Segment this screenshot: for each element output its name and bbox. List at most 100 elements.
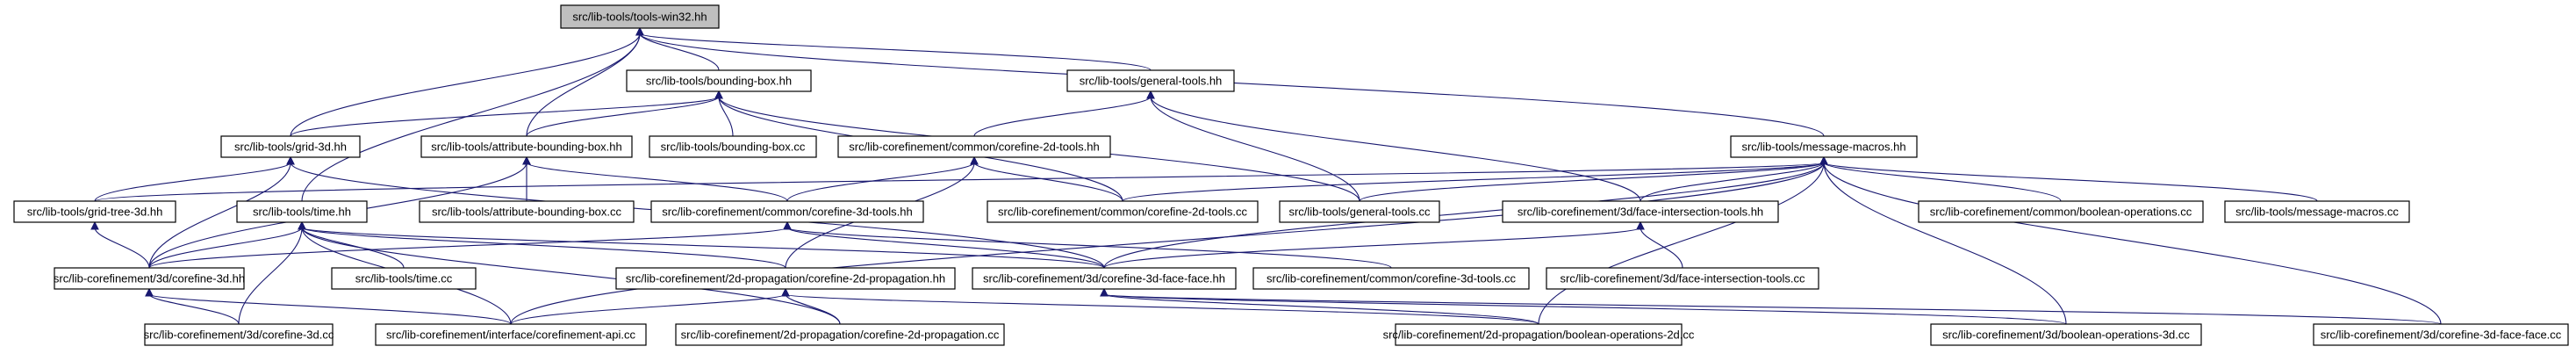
node-label: src/lib-tools/grid-3d.hh [234, 140, 347, 153]
node-box[interactable] [1395, 323, 1683, 346]
arrowhead-n24-to-n17 [145, 287, 154, 297]
node-box[interactable] [419, 200, 635, 223]
edge-n3-to-n1 [290, 96, 720, 137]
graph-node-n15[interactable]: src/lib-corefinement/common/boolean-oper… [1918, 200, 2204, 223]
graph-node-n6[interactable]: src/lib-corefinement/common/corefine-2d-… [837, 135, 1111, 158]
edge-n21-to-n11 [786, 227, 1392, 269]
graph-node-n24[interactable]: src/lib-corefinement/interface/corefinem… [375, 323, 647, 346]
node-box[interactable] [1918, 200, 2204, 223]
edge-n24-to-n19 [510, 293, 786, 325]
graph-node-n14[interactable]: src/lib-corefinement/3d/face-intersectio… [1502, 200, 1779, 223]
node-label: src/lib-tools/attribute-bounding-box.hh [431, 140, 622, 153]
node-label: src/lib-tools/bounding-box.cc [661, 140, 806, 153]
node-box[interactable] [1546, 267, 1819, 290]
node-box[interactable] [1730, 135, 1918, 158]
edge-n25-to-n19 [785, 293, 841, 325]
node-box[interactable] [837, 135, 1111, 158]
node-box[interactable] [560, 4, 720, 29]
graph-node-n12[interactable]: src/lib-corefinement/common/corefine-2d-… [987, 200, 1259, 223]
node-label: src/lib-corefinement/3d/face-intersectio… [1518, 205, 1763, 218]
edge-n4-to-n1 [526, 96, 720, 137]
node-label: src/lib-corefinement/common/corefine-3d-… [1266, 271, 1516, 285]
edge-n17-to-n9 [148, 227, 303, 269]
node-box[interactable] [1279, 200, 1440, 223]
node-box[interactable] [987, 200, 1259, 223]
node-box[interactable] [1930, 323, 2202, 346]
edge-n23-to-n9 [238, 227, 303, 325]
arrowhead-n14-to-n2 [1146, 90, 1155, 99]
graph-node-n20[interactable]: src/lib-corefinement/3d/corefine-3d-face… [972, 267, 1237, 290]
graph-node-n1[interactable]: src/lib-tools/bounding-box.hh [626, 69, 812, 92]
graph-node-n3[interactable]: src/lib-tools/grid-3d.hh [220, 135, 361, 158]
arrowhead-n26-to-n19 [781, 287, 790, 297]
node-box[interactable] [331, 267, 477, 290]
graph-node-n2[interactable]: src/lib-tools/general-tools.hh [1066, 69, 1235, 92]
nodes-layer: src/lib-tools/tools-win32.hh src/lib-tool… [13, 4, 2569, 346]
edge-n19-to-n9 [301, 227, 786, 269]
edge-n17-to-n8 [94, 227, 150, 269]
node-box[interactable] [220, 135, 361, 158]
node-box[interactable] [144, 323, 334, 346]
graph-node-n16[interactable]: src/lib-tools/message-macros.cc [2224, 200, 2410, 223]
edge-n26-to-n20 [1103, 293, 1539, 325]
edge-n25-to-n9 [301, 227, 841, 325]
edge-n26-to-n19 [785, 293, 1539, 325]
node-label: src/lib-tools/attribute-bounding-box.cc [432, 205, 622, 218]
node-box[interactable] [236, 200, 368, 223]
arrowhead-n17-to-n4 [522, 155, 531, 165]
graph-node-n26[interactable]: src/lib-corefinement/2d-propagation/bool… [1383, 323, 1695, 346]
graph-node-n10[interactable]: src/lib-tools/attribute-bounding-box.cc [419, 200, 635, 223]
edge-n22-to-n14 [1640, 227, 1683, 269]
edge-n15-to-n7 [1823, 162, 2062, 202]
node-box[interactable] [615, 267, 956, 290]
graph-node-n8[interactable]: src/lib-tools/grid-tree-3d.hh [13, 200, 176, 223]
node-box[interactable] [54, 267, 245, 290]
node-label: src/lib-tools/time.cc [355, 271, 453, 285]
graph-node-n23[interactable]: src/lib-corefinement/3d/corefine-3d.cc [144, 323, 334, 346]
node-box[interactable] [650, 200, 924, 223]
graph-node-n5[interactable]: src/lib-tools/bounding-box.cc [649, 135, 817, 158]
node-label: src/lib-corefinement/common/corefine-3d-… [662, 205, 912, 218]
node-box[interactable] [1066, 69, 1235, 92]
graph-node-n21[interactable]: src/lib-corefinement/common/corefine-3d-… [1252, 267, 1530, 290]
arrowhead-n9-to-n0 [635, 26, 644, 36]
edge-n24-to-n7 [510, 162, 1825, 325]
node-label: src/lib-corefinement/3d/boolean-operatio… [1942, 328, 2190, 341]
graph-node-n9[interactable]: src/lib-tools/time.hh [236, 200, 368, 223]
node-label: src/lib-corefinement/common/corefine-2d-… [998, 205, 1247, 218]
graph-node-n27[interactable]: src/lib-corefinement/3d/boolean-operatio… [1930, 323, 2202, 346]
node-box[interactable] [13, 200, 176, 223]
node-box[interactable] [1502, 200, 1779, 223]
node-box[interactable] [972, 267, 1237, 290]
graph-node-n22[interactable]: src/lib-corefinement/3d/face-intersectio… [1546, 267, 1819, 290]
graph-node-n19[interactable]: src/lib-corefinement/2d-propagation/core… [615, 267, 956, 290]
node-box[interactable] [420, 135, 633, 158]
edge-n11-to-n6 [786, 162, 975, 202]
node-box[interactable] [2313, 323, 2569, 346]
edge-n13-to-n2 [1150, 96, 1360, 202]
node-label: src/lib-corefinement/3d/corefine-3d.hh [54, 271, 245, 285]
graph-node-n28[interactable]: src/lib-corefinement/3d/corefine-3d-face… [2313, 323, 2569, 346]
graph-node-n4[interactable]: src/lib-tools/attribute-bounding-box.hh [420, 135, 633, 158]
node-box[interactable] [2224, 200, 2410, 223]
graph-node-n18[interactable]: src/lib-tools/time.cc [331, 267, 477, 290]
graph-node-n17[interactable]: src/lib-corefinement/3d/corefine-3d.hh [54, 267, 245, 290]
edge-n8-to-n3 [94, 162, 291, 202]
node-box[interactable] [675, 323, 1005, 346]
node-box[interactable] [626, 69, 812, 92]
edge-n23-to-n17 [148, 293, 240, 325]
node-box[interactable] [375, 323, 647, 346]
graph-node-n7[interactable]: src/lib-tools/message-macros.hh [1730, 135, 1918, 158]
graph-node-n0[interactable]: src/lib-tools/tools-win32.hh [560, 4, 720, 29]
edge-n8-to-n7 [94, 162, 1825, 202]
node-label: src/lib-corefinement/3d/corefine-3d.cc [144, 328, 334, 341]
node-box[interactable] [1252, 267, 1530, 290]
graph-node-n25[interactable]: src/lib-corefinement/2d-propagation/core… [675, 323, 1005, 346]
edge-n3-to-n0 [290, 32, 641, 137]
node-label: src/lib-corefinement/common/boolean-oper… [1930, 205, 2192, 218]
node-box[interactable] [649, 135, 817, 158]
edge-n28-to-n20 [1103, 293, 2442, 325]
graph-node-n13[interactable]: src/lib-tools/general-tools.cc [1279, 200, 1440, 223]
graph-node-n11[interactable]: src/lib-corefinement/common/corefine-3d-… [650, 200, 924, 223]
